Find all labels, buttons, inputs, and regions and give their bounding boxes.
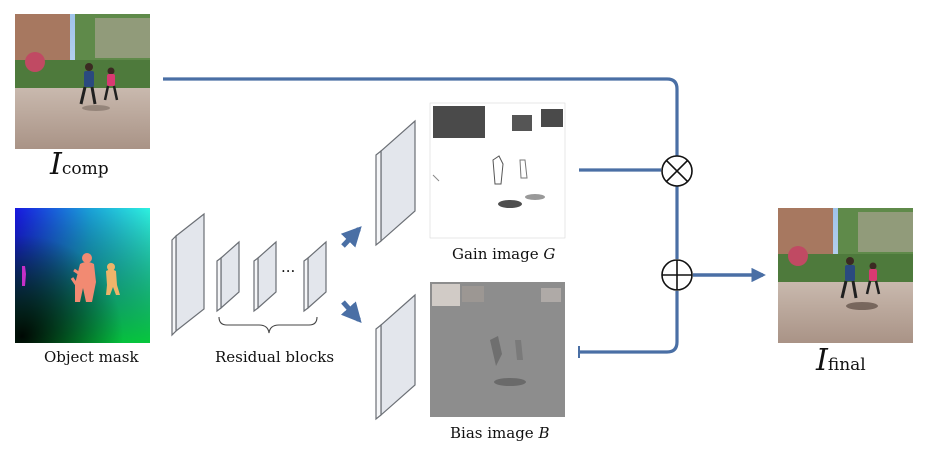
output-subscript: final bbox=[827, 355, 866, 375]
branch-arrow-down bbox=[340, 300, 362, 323]
residual-brace bbox=[218, 316, 318, 334]
residual-block-3 bbox=[303, 240, 327, 313]
gain-head-block bbox=[375, 119, 416, 247]
input-symbol: I bbox=[50, 147, 62, 182]
residual-block-1 bbox=[216, 240, 240, 313]
encoder-block bbox=[171, 212, 205, 337]
skip-connection-line bbox=[163, 77, 679, 157]
output-final-image bbox=[778, 208, 913, 343]
bias-image bbox=[430, 282, 565, 417]
bias-image-caption: Bias image B bbox=[450, 424, 549, 442]
gain-caption-var: G bbox=[543, 245, 556, 263]
residual-ellipsis: ... bbox=[281, 258, 296, 276]
residual-block-2 bbox=[253, 240, 277, 313]
object-mask-image bbox=[15, 208, 150, 343]
branch-arrow-up bbox=[340, 226, 362, 248]
output-symbol: I bbox=[816, 343, 828, 378]
bias-caption-var: B bbox=[538, 424, 550, 442]
multiply-operator bbox=[661, 155, 693, 187]
input-subscript: comp bbox=[61, 159, 109, 179]
gain-caption-text: Gain image bbox=[452, 245, 544, 263]
bias-caption-text: Bias image bbox=[450, 424, 539, 442]
bias-head-block bbox=[375, 293, 416, 421]
input-composite-image bbox=[15, 14, 150, 149]
residual-blocks-caption: Residual blocks bbox=[215, 348, 335, 366]
output-final-label: Ifinal bbox=[816, 343, 866, 378]
input-composite-label: Icomp bbox=[50, 147, 109, 182]
add-operator bbox=[661, 259, 693, 291]
bias-to-add-line bbox=[579, 291, 679, 354]
object-mask-caption: Object mask bbox=[44, 348, 139, 366]
gain-image bbox=[429, 102, 566, 239]
gain-image-caption: Gain image G bbox=[452, 245, 555, 263]
